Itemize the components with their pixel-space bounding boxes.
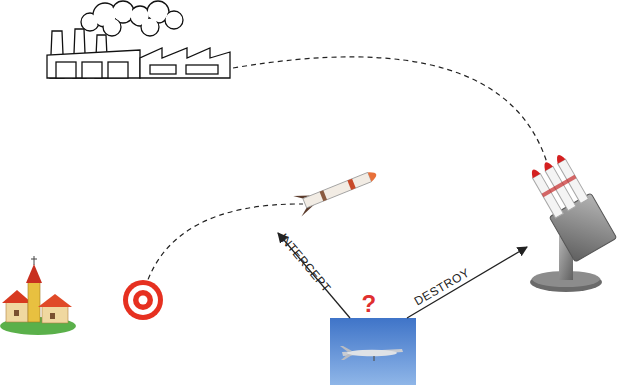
destroy-arrow bbox=[407, 247, 527, 318]
factory-window bbox=[150, 65, 176, 74]
question-mark: ? bbox=[361, 292, 376, 316]
village-icon bbox=[0, 256, 76, 335]
house-window bbox=[50, 313, 55, 319]
arrow-label: DESTROY bbox=[412, 266, 471, 307]
church-tower bbox=[28, 282, 40, 322]
house-wall bbox=[6, 302, 28, 322]
house-window bbox=[14, 310, 19, 316]
missile-tip bbox=[529, 168, 540, 179]
rocket-band bbox=[347, 179, 355, 190]
drone-payload bbox=[373, 356, 374, 361]
house-roof bbox=[38, 294, 72, 307]
missile-tip bbox=[542, 160, 553, 171]
missile-trajectory bbox=[145, 204, 303, 288]
drone-tail bbox=[341, 354, 352, 360]
factory-window bbox=[56, 62, 76, 78]
drone-photo bbox=[330, 318, 416, 385]
factory-window bbox=[108, 62, 128, 78]
factory-window bbox=[82, 62, 102, 78]
smoke-cloud bbox=[81, 1, 183, 36]
rocket-body bbox=[303, 172, 372, 207]
rocket-nose bbox=[368, 170, 378, 182]
missile-body bbox=[533, 174, 564, 218]
missile-launcher bbox=[525, 151, 617, 292]
missile-band bbox=[542, 175, 577, 197]
supply-trajectory bbox=[233, 57, 548, 166]
factory-hall bbox=[47, 50, 140, 78]
house-roof bbox=[2, 290, 32, 303]
drone-fuselage bbox=[347, 350, 397, 356]
factory-window bbox=[186, 65, 218, 74]
missile-tip bbox=[554, 153, 565, 164]
factory-icon bbox=[47, 1, 230, 78]
rocket-band bbox=[320, 190, 327, 201]
arrow-label: INTERCEPT bbox=[277, 231, 333, 294]
sky-background bbox=[330, 318, 416, 385]
factory-shed bbox=[140, 48, 230, 78]
launcher-box bbox=[549, 193, 617, 262]
drone-tail bbox=[340, 346, 352, 352]
rocket bbox=[293, 164, 380, 216]
church-spire bbox=[26, 264, 42, 283]
church-cross bbox=[34, 256, 35, 265]
church-cross bbox=[31, 259, 37, 260]
house-wall bbox=[42, 306, 68, 323]
target-symbol bbox=[123, 280, 163, 320]
